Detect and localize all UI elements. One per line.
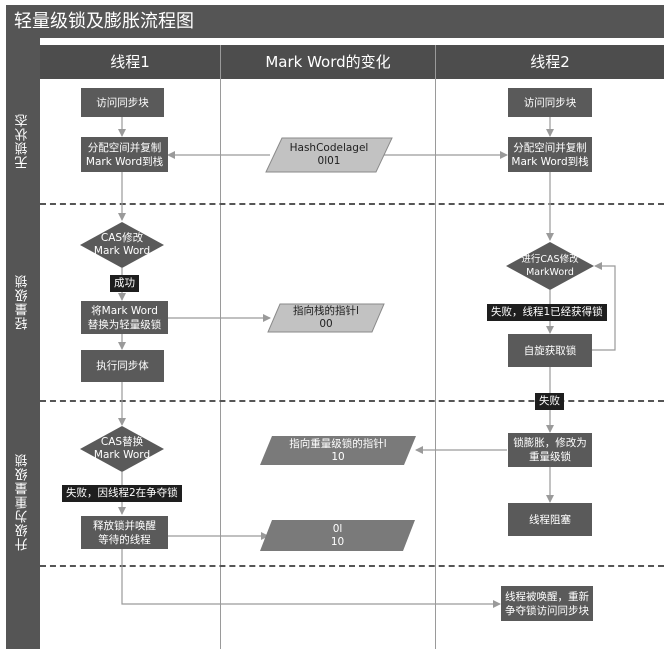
t1-cas-replace-line1: CAS替换 xyxy=(100,436,144,448)
t1-release-line2: 等待的线程 xyxy=(98,533,151,546)
t2-woken-recontend: 线程被唤醒，重新 争夺锁访问同步块 xyxy=(501,586,593,621)
t2-alloc-copy-line1: 分配空间并复制 xyxy=(513,141,587,154)
t1-replace-line2: 替换为轻量级锁 xyxy=(87,318,162,331)
column-header-thread1: 线程1 xyxy=(40,45,220,79)
t2-access-sync: 访问同步块 xyxy=(508,88,592,117)
t2-cas-try-line1: 进行CAS修改 xyxy=(521,254,579,265)
t1-fail-contend-tag: 失败，因线程2在争夺锁 xyxy=(62,485,182,502)
column-header-markword: Mark Word的变化 xyxy=(221,45,435,79)
diagram-title: 轻量级锁及膨胀流程图 xyxy=(6,5,664,38)
t2-spin-label: 自旋获取锁 xyxy=(523,344,577,357)
arrow xyxy=(121,549,501,608)
t1-replace-line1: 将Mark Word xyxy=(91,304,158,317)
column-header-thread2: 线程2 xyxy=(436,45,664,79)
t2-cas-try-text: 进行CAS修改 MarkWord xyxy=(508,253,592,279)
t2-woken-line2: 争夺锁访问同步块 xyxy=(505,604,589,617)
t1-cas-replace-line2: Mark Word xyxy=(93,449,151,461)
t1-alloc-copy: 分配空间并复制 Mark Word到栈 xyxy=(81,137,168,172)
phase-divider xyxy=(40,400,664,402)
markword-hash-line2: 0l01 xyxy=(317,155,341,167)
t2-thread-blocked: 线程阻塞 xyxy=(508,503,592,536)
t1-access-sync-label: 访问同步块 xyxy=(96,96,149,109)
t1-exec-sync: 执行同步体 xyxy=(81,350,164,382)
arrow xyxy=(592,262,616,351)
t2-lock-inflate: 锁膨胀，修改为 重量级锁 xyxy=(508,433,592,467)
t2-blocked-label: 线程阻塞 xyxy=(529,513,571,526)
markword-hash-line1: HashCodelagel xyxy=(289,142,369,154)
decision-cas-try xyxy=(506,242,594,290)
t2-fail-acquired-tag: 失败，线程1已经获得锁 xyxy=(487,304,607,321)
t1-cas-modify-line1: CAS修改 xyxy=(100,232,144,244)
phase-divider xyxy=(40,203,664,205)
t1-success-tag: 成功 xyxy=(110,275,139,292)
t1-replace-lightweight: 将Mark Word 替换为轻量级锁 xyxy=(81,301,168,334)
markword-heavy-pointer-text: 指向重量级锁的指针l 10 xyxy=(266,437,410,464)
t2-inflate-line2: 重量级锁 xyxy=(529,451,571,463)
markword-stack-pointer-state xyxy=(267,303,385,333)
markword-heavy-pointer-state xyxy=(260,436,416,465)
t1-cas-replace-text: CAS替换 Mark Word xyxy=(80,436,164,462)
t2-access-sync-label: 访问同步块 xyxy=(523,96,577,109)
markword-stack-pointer-line2: 00 xyxy=(319,318,333,330)
markword-hash-text: HashCodelagel 0l01 xyxy=(272,140,386,170)
markword-final-text: 0l 10 xyxy=(266,522,409,549)
t2-alloc-copy: 分配空间并复制 Mark Word到栈 xyxy=(508,137,592,172)
t1-cas-modify-line2: Mark Word xyxy=(93,245,151,257)
t2-woken-line1: 线程被唤醒，重新 xyxy=(505,590,589,603)
t2-alloc-copy-line2: Mark Word到栈 xyxy=(511,155,589,168)
markword-stack-pointer-line1: 指向栈的指针l xyxy=(293,305,359,317)
t1-exec-sync-label: 执行同步体 xyxy=(96,360,149,372)
t1-access-sync: 访问同步块 xyxy=(81,88,164,117)
decision-cas-modify xyxy=(80,222,164,268)
t2-inflate-line1: 锁膨胀，修改为 xyxy=(513,437,587,449)
decision-cas-replace xyxy=(80,426,164,472)
t2-fail-tag: 失败 xyxy=(535,393,564,410)
t1-alloc-copy-line1: 分配空间并复制 xyxy=(87,141,162,154)
t1-release-line1: 释放锁并唤醒 xyxy=(93,519,156,532)
markword-final-state xyxy=(260,520,415,551)
markword-stack-pointer-text: 指向栈的指针l 00 xyxy=(272,305,380,331)
markword-final-line1: 0l xyxy=(332,522,343,535)
t2-cas-try-line2: MarkWord xyxy=(526,267,574,278)
t1-cas-modify-text: CAS修改 Mark Word xyxy=(80,232,164,258)
markword-final-line2: 10 xyxy=(330,535,345,548)
markword-hash-state xyxy=(265,137,393,173)
markword-heavy-pointer-line2: 10 xyxy=(331,450,345,463)
t1-alloc-copy-line2: Mark Word到栈 xyxy=(85,155,164,168)
lane-divider xyxy=(220,45,221,649)
row-label-band xyxy=(6,38,40,649)
t2-spin-acquire: 自旋获取锁 xyxy=(508,334,592,367)
lane-divider xyxy=(435,45,436,649)
phase-divider xyxy=(40,565,664,567)
markword-heavy-pointer-line1: 指向重量级锁的指针l xyxy=(289,437,387,450)
t1-release-wake: 释放锁并唤醒 等待的线程 xyxy=(81,516,168,549)
